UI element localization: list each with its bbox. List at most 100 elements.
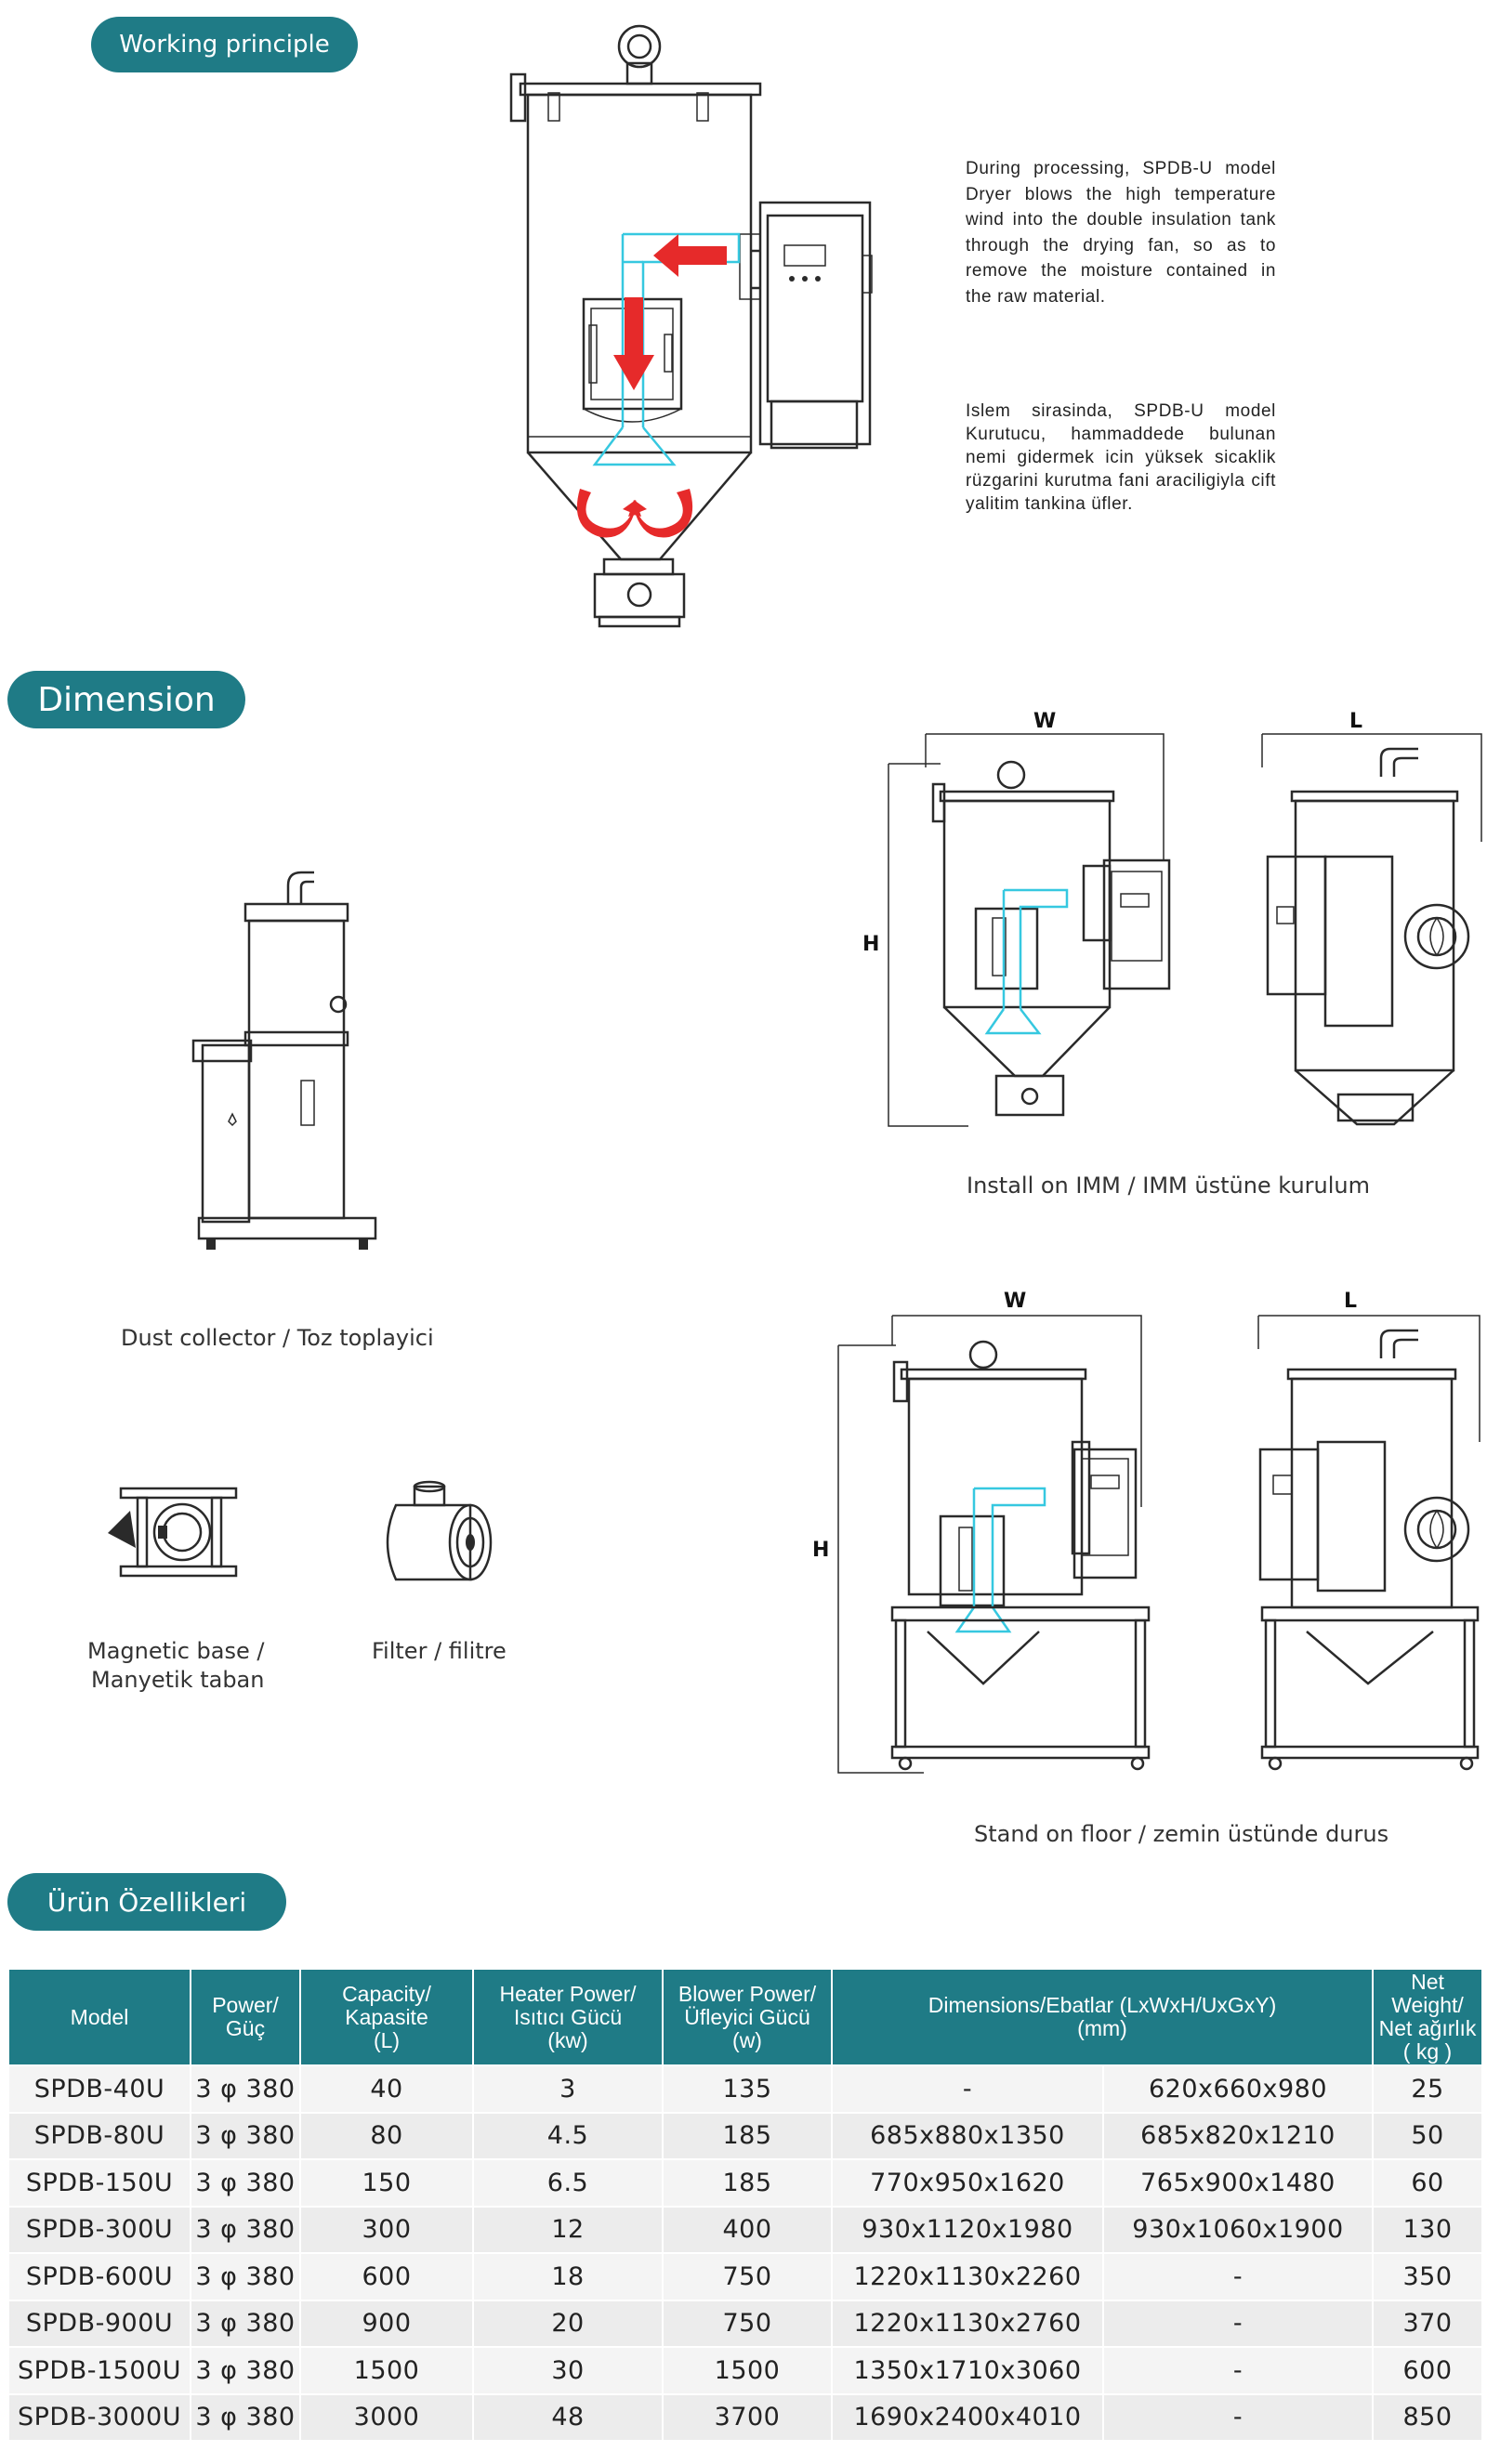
cell-dimensions-imm: 765x900x1480	[1102, 2158, 1374, 2208]
dim-label-h-bottom: H	[812, 1539, 830, 1562]
header-dimensions: Dimensions/Ebatlar (LxWxH/UxGxY)(mm)	[831, 1968, 1374, 2066]
cell-net-weight: 370	[1372, 2299, 1483, 2348]
cell-heater-power: 48	[472, 2392, 664, 2442]
cell-power: 3 φ 380	[190, 2205, 301, 2254]
section-title-product-specs: Ürün Özellikleri	[7, 1873, 286, 1931]
cell-blower-power: 135	[662, 2064, 833, 2114]
cell-blower-power: 185	[662, 2158, 833, 2208]
header-power: Power/Güç	[190, 1968, 301, 2066]
caption-magnetic-base-line1: Magnetic base /	[87, 1638, 265, 1664]
cell-dimensions-imm: -	[1102, 2392, 1374, 2442]
header-blower-power: Blower Power/Üfleyici Gücü(w)	[662, 1968, 833, 2066]
caption-filter: Filter / filitre	[372, 1638, 507, 1664]
filter-drawing	[386, 1480, 493, 1581]
cell-dimensions-floor: 685x880x1350	[831, 2111, 1104, 2160]
cell-power: 3 φ 380	[190, 2299, 301, 2348]
cell-dimensions-imm: 685x820x1210	[1102, 2111, 1374, 2160]
cell-blower-power: 1500	[662, 2346, 833, 2395]
cell-net-weight: 25	[1372, 2064, 1483, 2114]
header-model: Model	[7, 1968, 191, 2066]
cell-heater-power: 6.5	[472, 2158, 664, 2208]
cell-dimensions-floor: -	[831, 2064, 1104, 2114]
cell-capacity: 3000	[299, 2392, 474, 2442]
header-net-weight: Net Weight/Net ağırlık( kg )	[1372, 1968, 1483, 2066]
cell-net-weight: 600	[1372, 2346, 1483, 2395]
cell-dimensions-floor: 1220x1130x2760	[831, 2299, 1104, 2348]
cell-power: 3 φ 380	[190, 2111, 301, 2160]
cell-capacity: 300	[299, 2205, 474, 2254]
cell-blower-power: 750	[662, 2299, 833, 2348]
specifications-table: Model Power/Güç Capacity/Kapasite(L) Hea…	[7, 1968, 1483, 2442]
cell-net-weight: 850	[1372, 2392, 1483, 2442]
cell-blower-power: 185	[662, 2111, 833, 2160]
cell-model: SPDB-300U	[7, 2205, 191, 2254]
dryer-working-principle-drawing	[509, 24, 873, 628]
cell-power: 3 φ 380	[190, 2392, 301, 2442]
cell-net-weight: 350	[1372, 2252, 1483, 2301]
cell-heater-power: 20	[472, 2299, 664, 2348]
cell-model: SPDB-150U	[7, 2158, 191, 2208]
cell-net-weight: 60	[1372, 2158, 1483, 2208]
cell-heater-power: 3	[472, 2064, 664, 2114]
cell-model: SPDB-900U	[7, 2299, 191, 2348]
cell-power: 3 φ 380	[190, 2158, 301, 2208]
install-on-imm-side-drawing	[1261, 733, 1482, 1126]
cell-capacity: 150	[299, 2158, 474, 2208]
cell-model: SPDB-3000U	[7, 2392, 191, 2442]
caption-dust-collector: Dust collector / Toz toplayici	[121, 1325, 434, 1351]
cell-model: SPDB-600U	[7, 2252, 191, 2301]
cell-dimensions-floor: 1220x1130x2260	[831, 2252, 1104, 2301]
cell-power: 3 φ 380	[190, 2064, 301, 2114]
header-heater-power: Heater Power/Isıtıcı Gücü(kw)	[472, 1968, 664, 2066]
cell-dimensions-imm: 930x1060x1900	[1102, 2205, 1374, 2254]
cell-heater-power: 12	[472, 2205, 664, 2254]
cell-dimensions-imm: -	[1102, 2346, 1374, 2395]
cell-capacity: 1500	[299, 2346, 474, 2395]
table-header-row: Model Power/Güç Capacity/Kapasite(L) Hea…	[7, 1968, 1483, 2066]
caption-stand-on-floor: Stand on floor / zemin üstünde durus	[974, 1821, 1389, 1847]
cell-dimensions-floor: 770x950x1620	[831, 2158, 1104, 2208]
stand-on-floor-front-drawing	[837, 1315, 1151, 1774]
cell-heater-power: 18	[472, 2252, 664, 2301]
cell-dimensions-floor: 1690x2400x4010	[831, 2392, 1104, 2442]
cell-capacity: 900	[299, 2299, 474, 2348]
cell-net-weight: 50	[1372, 2111, 1483, 2160]
install-on-imm-front-drawing	[888, 733, 1171, 1127]
cell-capacity: 600	[299, 2252, 474, 2301]
section-title-dimension: Dimension	[7, 671, 245, 728]
cell-blower-power: 400	[662, 2205, 833, 2254]
dim-label-l-top: L	[1349, 710, 1363, 733]
cell-model: SPDB-1500U	[7, 2346, 191, 2395]
dust-collector-drawing	[191, 871, 377, 1250]
cell-net-weight: 130	[1372, 2205, 1483, 2254]
cell-dimensions-floor: 1350x1710x3060	[831, 2346, 1104, 2395]
dim-label-h-top: H	[862, 933, 880, 956]
cell-model: SPDB-40U	[7, 2064, 191, 2114]
cell-dimensions-imm: 620x660x980	[1102, 2064, 1374, 2114]
cell-heater-power: 30	[472, 2346, 664, 2395]
dim-label-w-top: W	[1033, 710, 1057, 733]
cell-capacity: 80	[299, 2111, 474, 2160]
stand-on-floor-side-drawing	[1257, 1315, 1480, 1771]
header-capacity: Capacity/Kapasite(L)	[299, 1968, 474, 2066]
dim-label-w-bottom: W	[1004, 1290, 1027, 1313]
cell-dimensions-floor: 930x1120x1980	[831, 2205, 1104, 2254]
cell-heater-power: 4.5	[472, 2111, 664, 2160]
section-title-working-principle: Working principle	[91, 17, 358, 72]
cell-power: 3 φ 380	[190, 2252, 301, 2301]
dim-label-l-bottom: L	[1344, 1290, 1358, 1313]
caption-magnetic-base-line2: Manyetik taban	[91, 1667, 265, 1693]
description-english: During processing, SPDB-U model Dryer bl…	[966, 159, 1276, 307]
cell-model: SPDB-80U	[7, 2111, 191, 2160]
cell-blower-power: 3700	[662, 2392, 833, 2442]
description-turkish: Islem sirasinda, SPDB-U model Kurutucu, …	[966, 401, 1276, 514]
cell-dimensions-imm: -	[1102, 2252, 1374, 2301]
